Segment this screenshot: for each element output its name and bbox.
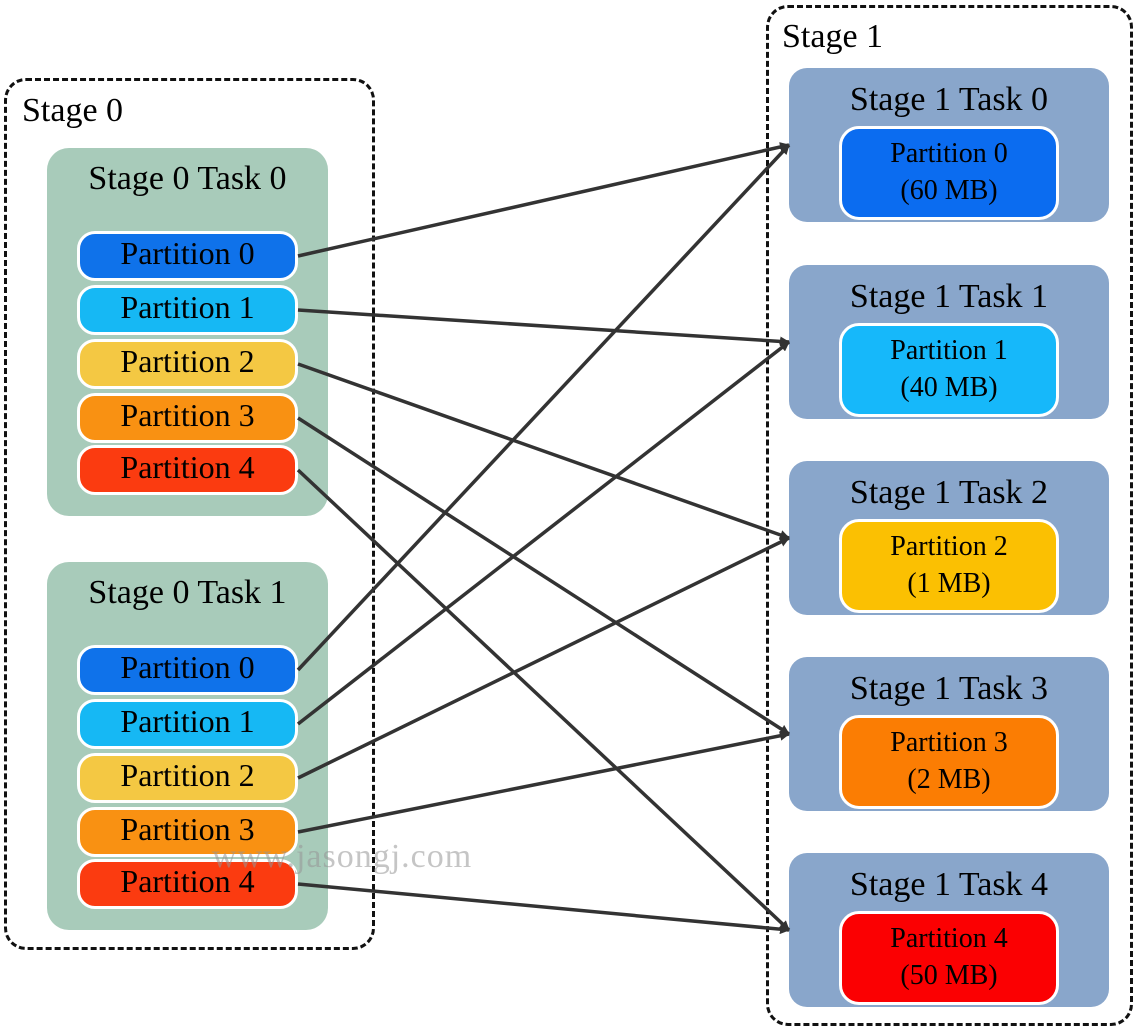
- stage-1-task-0-partition-size: (60 MB): [900, 175, 998, 206]
- stage-1-task-4: Stage 1 Task 4 Partition 4 (50 MB): [789, 853, 1109, 1007]
- arrow-s0t0-p4-to-s1t4: [296, 468, 791, 932]
- stage-1-task-2-partition-size: (1 MB): [907, 568, 991, 599]
- arrow-s0t0-p2-to-s1t2: [297, 362, 790, 540]
- s0t1-partition-2: Partition 2: [77, 753, 298, 803]
- stage-1-task-4-title: Stage 1 Task 4: [849, 866, 1049, 903]
- stage-1-task-4-partition-size: (50 MB): [900, 960, 998, 991]
- stage-1-task-1-title: Stage 1 Task 1: [849, 278, 1049, 315]
- stage-1-task-4-partition-label: Partition 4: [890, 923, 1008, 954]
- s0t0-partition-0: Partition 0: [77, 231, 298, 281]
- stage-1-task-2-partition: Partition 2 (1 MB): [839, 519, 1059, 613]
- stage-1-task-4-partition: Partition 4 (50 MB): [839, 911, 1059, 1005]
- s0t1-partition-4: Partition 4: [77, 859, 298, 909]
- s0t0-partition-3: Partition 3: [77, 393, 298, 443]
- stage-1-task-3-partition: Partition 3 (2 MB): [839, 715, 1059, 809]
- s0t0-partition-4: Partition 4: [77, 445, 298, 495]
- arrow-s0t1-p0-to-s1t0: [296, 143, 791, 672]
- stage-0-container: [4, 78, 375, 950]
- stage-1-title: Stage 1: [782, 18, 884, 55]
- s0t1-partition-0: Partition 0: [77, 645, 298, 695]
- stage-1-task-0-partition-label: Partition 0: [890, 138, 1008, 169]
- stage-1-task-0-title: Stage 1 Task 0: [849, 81, 1049, 118]
- stage-1-task-0: Stage 1 Task 0 Partition 0 (60 MB): [789, 68, 1109, 222]
- arrow-s0t0-p3-to-s1t3: [297, 416, 790, 736]
- stage-1-task-2-title: Stage 1 Task 2: [849, 474, 1049, 511]
- stage-1-task-3-partition-size: (2 MB): [907, 764, 991, 795]
- arrow-s0t0-p0-to-s1t0: [297, 142, 790, 258]
- stage-1-container: [766, 5, 1133, 1026]
- s0t0-partition-2: Partition 2: [77, 339, 298, 389]
- stage-1-task-0-partition: Partition 0 (60 MB): [839, 126, 1059, 220]
- stage-1-task-1-partition-label: Partition 1: [890, 335, 1008, 366]
- s0t0-partition-1: Partition 1: [77, 285, 298, 335]
- watermark: www.jasongj.com: [212, 838, 473, 875]
- stage-1-task-3-partition-label: Partition 3: [890, 727, 1008, 758]
- stage-1-task-1-partition: Partition 1 (40 MB): [839, 323, 1059, 417]
- stage-1-task-3-title: Stage 1 Task 3: [849, 670, 1049, 707]
- arrow-s0t1-p1-to-s1t1: [296, 340, 791, 726]
- s0t1-partition-1: Partition 1: [77, 699, 298, 749]
- stage-1-task-1: Stage 1 Task 1 Partition 1 (40 MB): [789, 265, 1109, 419]
- s0t1-partition-3: Partition 3: [77, 807, 298, 857]
- stage-1-task-2-partition-label: Partition 2: [890, 531, 1008, 562]
- arrow-s0t1-p3-to-s1t3: [297, 730, 790, 834]
- stage-0-task-0-title: Stage 0 Task 0: [88, 160, 287, 197]
- arrow-s0t0-p1-to-s1t1: [297, 308, 790, 347]
- stage-1-task-3: Stage 1 Task 3 Partition 3 (2 MB): [789, 657, 1109, 811]
- arrow-s0t1-p2-to-s1t2: [297, 536, 790, 780]
- arrow-s0t1-p4-to-s1t4: [297, 882, 790, 935]
- stage-0-title: Stage 0: [22, 92, 124, 129]
- stage-1-task-1-partition-size: (40 MB): [900, 372, 998, 403]
- stage-1-task-2: Stage 1 Task 2 Partition 2 (1 MB): [789, 461, 1109, 615]
- stage-0-task-1-title: Stage 0 Task 1: [88, 574, 287, 611]
